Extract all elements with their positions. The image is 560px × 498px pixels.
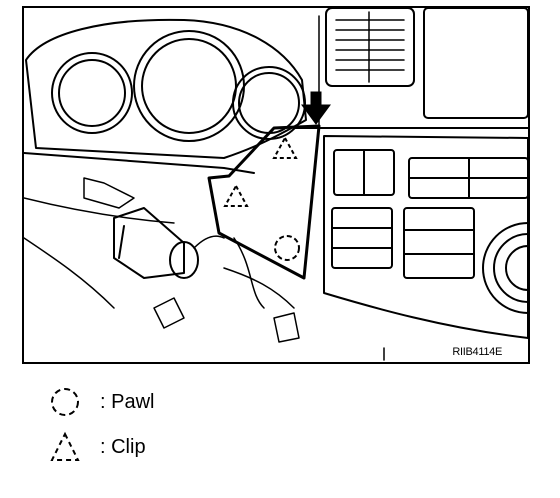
pawl-marker-icon bbox=[274, 235, 300, 261]
legend-item-clip: : Clip bbox=[48, 430, 146, 464]
down-arrow-icon bbox=[301, 91, 331, 125]
clip-marker-icon bbox=[223, 135, 298, 207]
legend-label-clip: : Clip bbox=[100, 435, 146, 458]
instrument-panel-drawing bbox=[24, 8, 528, 361]
illustration-panel: RIIB4114E bbox=[22, 6, 530, 364]
legend-item-pawl: : Pawl bbox=[48, 385, 154, 419]
dashed-circle-icon bbox=[51, 388, 79, 416]
dashed-triangle-icon bbox=[50, 431, 80, 461]
figure-code: RIIB4114E bbox=[452, 346, 502, 358]
legend-label-pawl: : Pawl bbox=[100, 390, 155, 413]
